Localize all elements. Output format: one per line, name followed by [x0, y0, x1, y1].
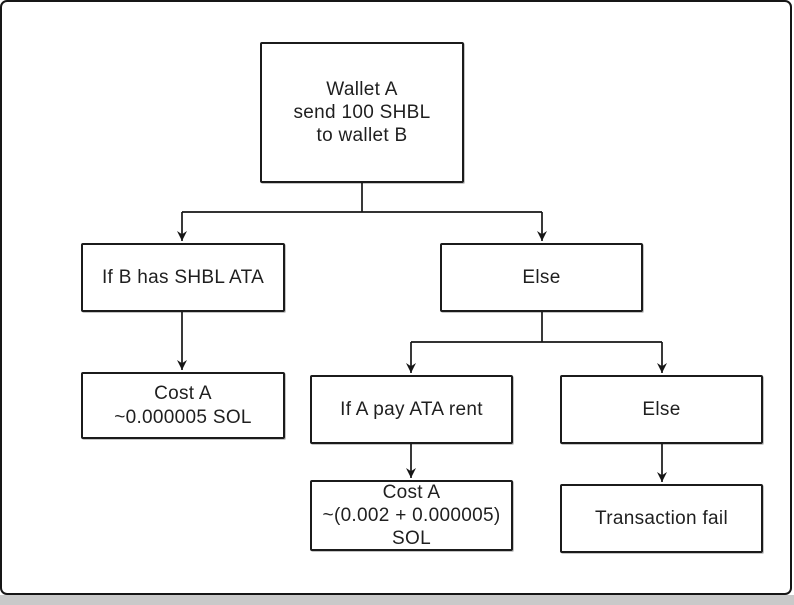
node-wallet-send: Wallet A send 100 SHBL to wallet B: [260, 42, 464, 183]
node-transaction-fail: Transaction fail: [560, 484, 763, 553]
node-cost-a-with-rent: Cost A ~(0.002 + 0.000005) SOL: [310, 480, 513, 551]
node-if-b-has-ata: If B has SHBL ATA: [81, 243, 285, 312]
node-if-a-pay-rent: If A pay ATA rent: [310, 375, 513, 444]
node-else-1: Else: [440, 243, 643, 312]
node-cost-a-simple: Cost A ~0.000005 SOL: [81, 372, 285, 439]
flowchart-canvas: Wallet A send 100 SHBL to wallet B If B …: [2, 2, 794, 595]
node-else-2: Else: [560, 375, 763, 444]
frame-shadow: [0, 595, 794, 605]
